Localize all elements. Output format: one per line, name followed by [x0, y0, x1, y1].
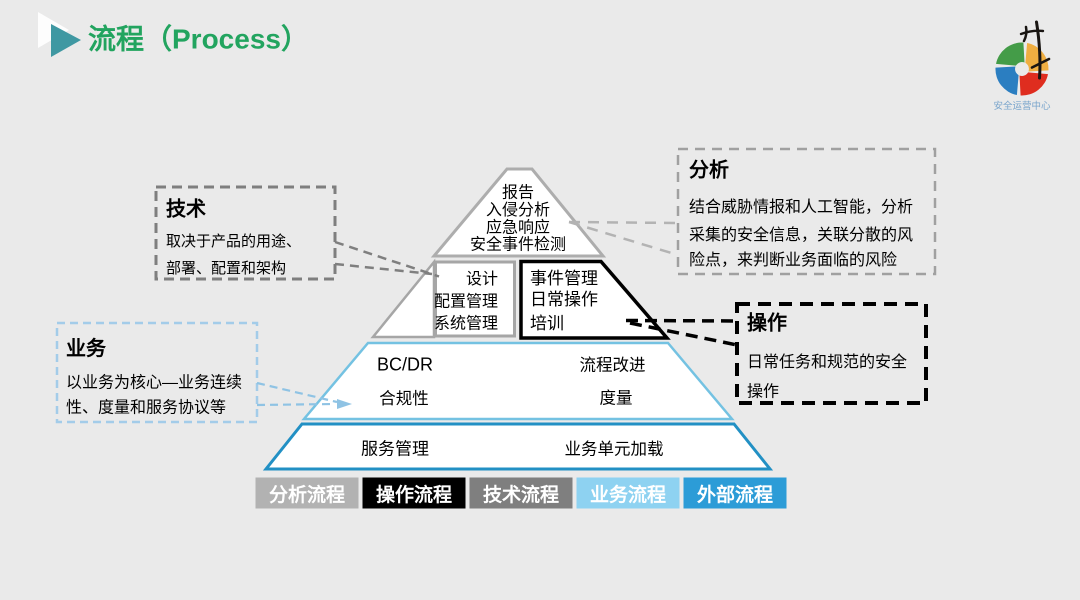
- svg-text:部署、配置和架构: 部署、配置和架构: [166, 260, 286, 277]
- svg-text:BC/DR: BC/DR: [377, 355, 433, 375]
- svg-text:配置管理: 配置管理: [434, 293, 498, 311]
- svg-text:业务: 业务: [66, 336, 107, 360]
- svg-text:度量: 度量: [600, 389, 633, 408]
- svg-text:入侵分析: 入侵分析: [486, 201, 550, 219]
- svg-text:设计: 设计: [466, 270, 498, 288]
- svg-text:报告: 报告: [502, 184, 534, 202]
- svg-text:取决于产品的用途、: 取决于产品的用途、: [166, 233, 301, 250]
- svg-text:操作: 操作: [747, 383, 779, 401]
- svg-text:事件管理: 事件管理: [530, 269, 598, 288]
- svg-text:日常操作: 日常操作: [530, 290, 598, 309]
- svg-text:分析流程: 分析流程: [269, 483, 345, 506]
- svg-text:流程（Process）: 流程（Process）: [88, 23, 309, 55]
- svg-text:安全事件检测: 安全事件检测: [470, 236, 566, 254]
- svg-text:险点，来判断业务面临的风险: 险点，来判断业务面临的风险: [689, 251, 897, 269]
- svg-text:性、度量和服务协议等: 性、度量和服务协议等: [66, 399, 226, 417]
- svg-text:业务流程: 业务流程: [590, 483, 666, 506]
- svg-text:服务管理: 服务管理: [361, 440, 429, 459]
- svg-text:操作流程: 操作流程: [376, 483, 452, 506]
- svg-text:技术: 技术: [166, 197, 206, 221]
- svg-text:业务单元加载: 业务单元加载: [565, 440, 664, 459]
- svg-text:结合威胁情报和人工智能，分析: 结合威胁情报和人工智能，分析: [689, 198, 913, 216]
- svg-text:操作: 操作: [747, 311, 787, 335]
- svg-text:流程改进: 流程改进: [580, 356, 646, 375]
- svg-text:分析: 分析: [689, 159, 729, 182]
- svg-text:采集的安全信息，关联分散的风: 采集的安全信息，关联分散的风: [689, 226, 913, 244]
- svg-text:系统管理: 系统管理: [434, 315, 498, 333]
- svg-text:外部流程: 外部流程: [697, 483, 773, 506]
- svg-text:安全运营中心: 安全运营中心: [993, 100, 1051, 112]
- svg-text:合规性: 合规性: [379, 389, 429, 408]
- svg-text:以业务为核心—业务连续: 以业务为核心—业务连续: [66, 374, 242, 392]
- svg-text:日常任务和规范的安全: 日常任务和规范的安全: [747, 353, 907, 371]
- svg-text:技术流程: 技术流程: [483, 483, 559, 506]
- svg-text:应急响应: 应急响应: [486, 218, 550, 237]
- svg-text:培训: 培训: [530, 314, 564, 333]
